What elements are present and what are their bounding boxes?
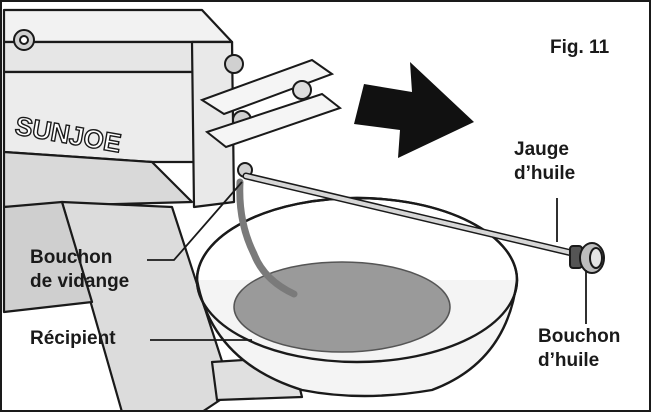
callout-dipstick: Jauge d’huile: [514, 138, 575, 186]
leader-lines: [147, 181, 587, 341]
callout-drain-plug: Bouchon de vidange: [30, 246, 129, 294]
drain-pan: [195, 196, 519, 398]
oil-stream: [236, 178, 298, 298]
callout-dipstick-line2: d’huile: [514, 163, 576, 184]
callout-oil-cap: Bouchon d’huile: [538, 325, 620, 373]
machine-body: [2, 8, 304, 410]
figure-label: Fig. 11: [550, 37, 610, 58]
callout-drain-plug-line1: Bouchon: [30, 247, 113, 268]
callout-container: Récipient: [30, 328, 116, 349]
oil-cap-icon: [569, 242, 605, 274]
callout-dipstick-line1: Jauge: [514, 139, 569, 160]
callout-oil-cap-line1: Bouchon: [538, 326, 621, 347]
arrow-right-icon: [354, 62, 474, 158]
bracket: [199, 58, 343, 149]
dipstick: [242, 172, 580, 258]
bolt-icon: [13, 29, 253, 178]
callout-drain-plug-line2: de vidange: [30, 271, 130, 292]
callout-oil-cap-line2: d’huile: [538, 350, 600, 371]
